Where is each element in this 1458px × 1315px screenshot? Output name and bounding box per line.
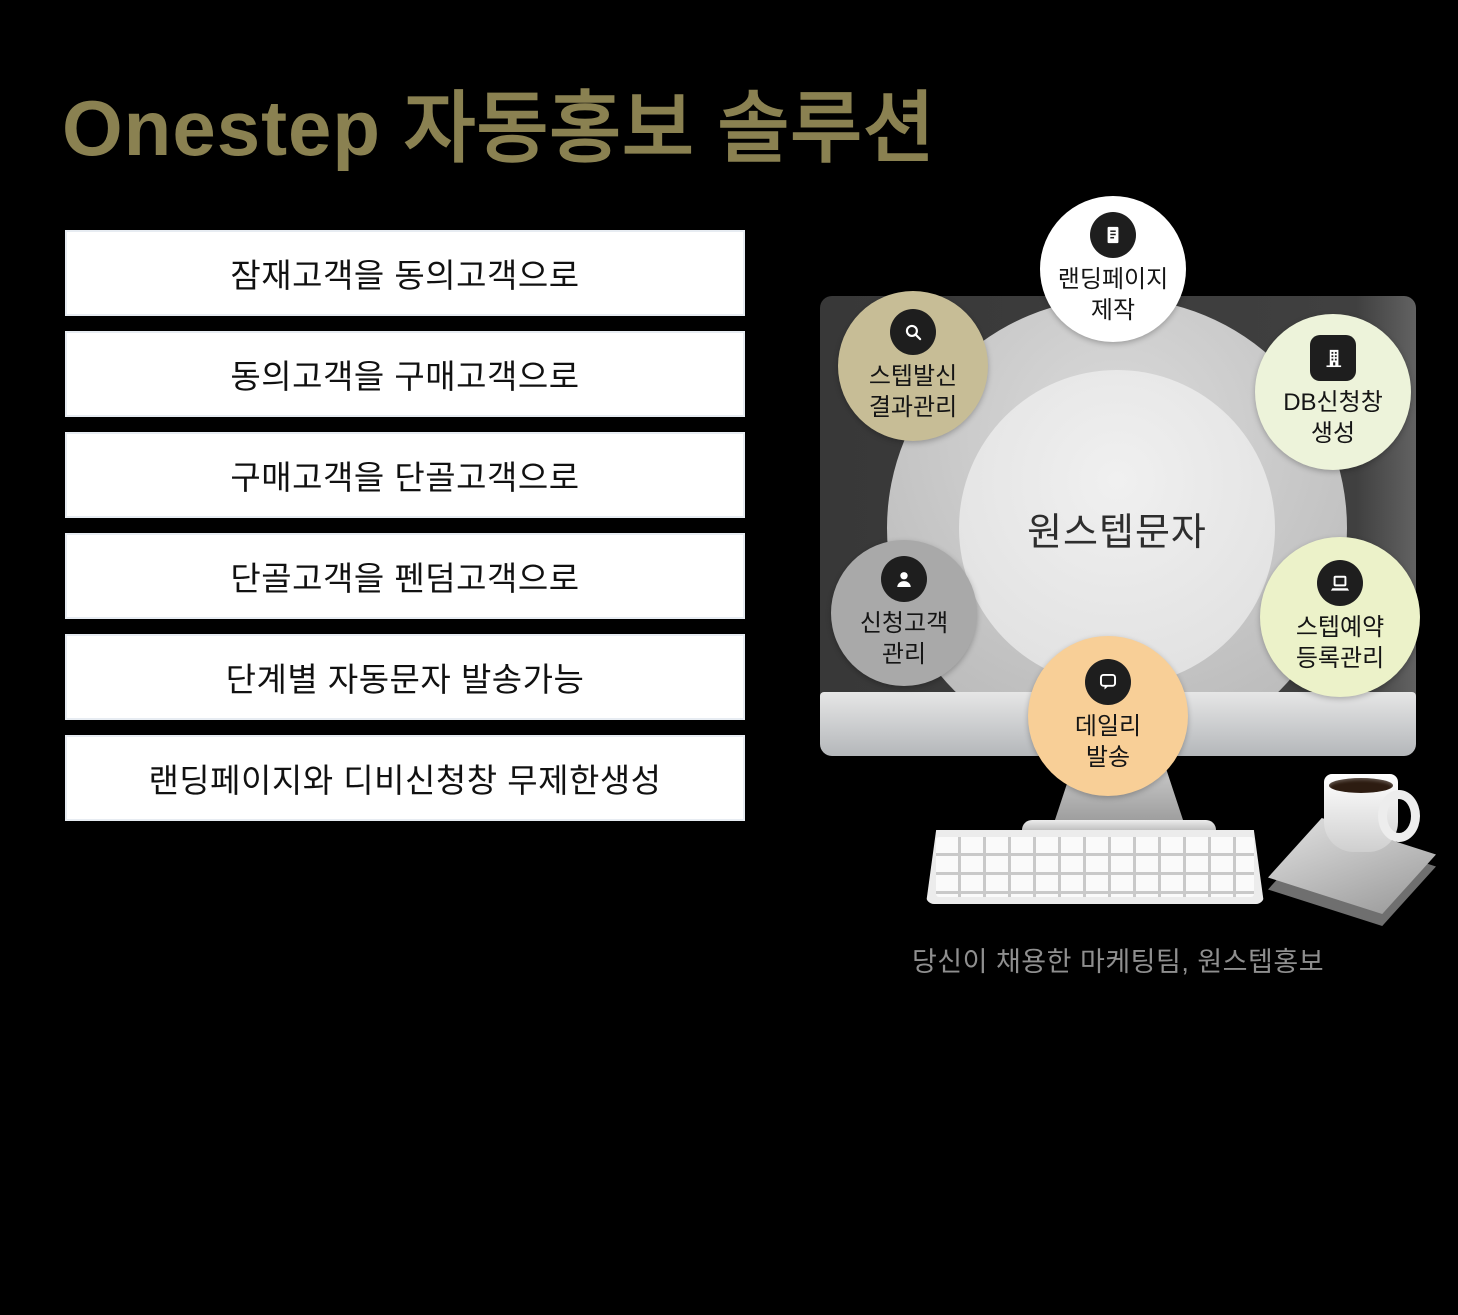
feature-bar: 잠재고객을 동의고객으로	[65, 230, 745, 316]
building-icon	[1310, 334, 1356, 381]
node-applicant-mgmt: 신청고객 관리	[831, 540, 977, 686]
node-label: 스텝발신 결과관리	[868, 362, 958, 421]
node-label: 데일리 발송	[1074, 712, 1142, 771]
node-db-form-create: DB신청창 생성	[1255, 314, 1411, 470]
node-landing-page: 랜딩페이지 제작	[1040, 196, 1186, 342]
feature-label: 랜딩페이지와 디비신청창 무제한생성	[148, 762, 662, 799]
node-label: 스텝예약 등록관리	[1295, 613, 1385, 672]
keyboard	[926, 830, 1264, 904]
person-icon	[881, 555, 927, 602]
feature-label: 단계별 자동문자 발송가능	[225, 661, 585, 698]
feature-label: 잠재고객을 동의고객으로	[230, 257, 580, 294]
hub-label: 원스텝문자	[1027, 511, 1207, 554]
node-step-reservation: 스텝예약 등록관리	[1260, 537, 1420, 697]
node-daily-send: 데일리 발송	[1028, 636, 1188, 796]
feature-bar: 단골고객을 펜덤고객으로	[65, 533, 745, 619]
node-label: 신청고객 관리	[859, 609, 949, 668]
feature-label: 구매고객을 단골고객으로	[230, 459, 580, 496]
coffee-cup-handle	[1378, 790, 1420, 842]
document-icon	[1090, 211, 1136, 258]
feature-bar: 동의고객을 구매고객으로	[65, 331, 745, 417]
node-label: 랜딩페이지 제작	[1057, 265, 1169, 324]
feature-label: 단골고객을 펜덤고객으로	[230, 560, 580, 597]
coffee-cup	[1324, 774, 1420, 852]
feature-bar: 랜딩페이지와 디비신청창 무제한생성	[65, 735, 745, 821]
caption: 당신이 채용한 마케팅팀, 원스텝홍보	[911, 947, 1325, 977]
hub-inner-circle: 원스텝문자	[959, 370, 1275, 686]
feature-bar: 구매고객을 단골고객으로	[65, 432, 745, 518]
page-title: Onestep 자동홍보 솔루션	[62, 84, 936, 172]
node-label: DB신청창 생성	[1283, 388, 1383, 447]
laptop-icon	[1317, 559, 1363, 606]
feature-list: 잠재고객을 동의고객으로 동의고객을 구매고객으로 구매고객을 단골고객으로 단…	[65, 230, 745, 821]
feature-bar: 단계별 자동문자 발송가능	[65, 634, 745, 720]
search-icon	[890, 308, 936, 355]
node-step-send-result: 스텝발신 결과관리	[838, 291, 988, 441]
feature-label: 동의고객을 구매고객으로	[230, 358, 580, 395]
chat-bubble-icon	[1085, 658, 1131, 705]
